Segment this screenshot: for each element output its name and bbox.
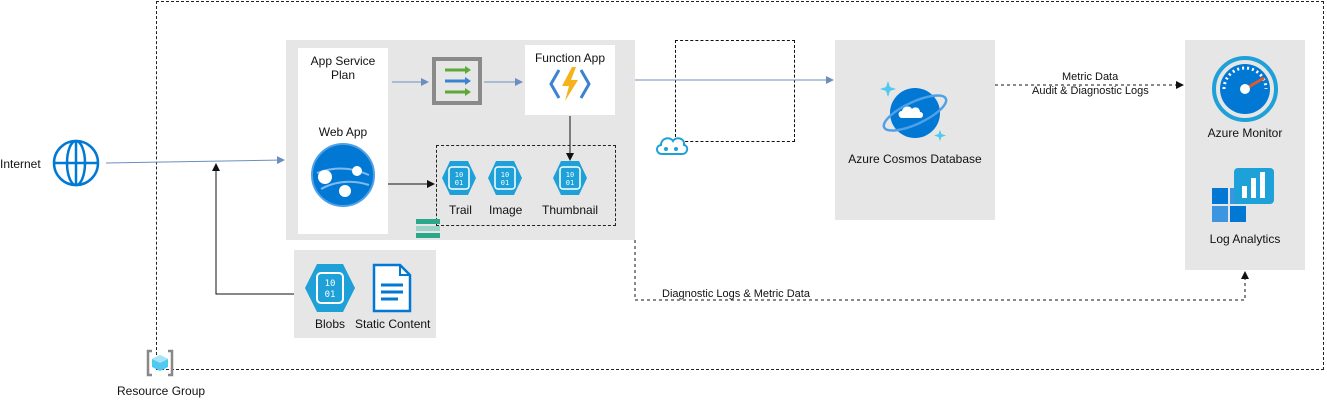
svg-text:01: 01 [455,179,463,187]
azure-monitor-icon[interactable] [1212,56,1278,122]
thumbnail-container-icon[interactable]: 10 01 [552,160,588,196]
virtual-network-cloud-icon[interactable] [654,130,689,158]
blobs-icon[interactable]: 10 01 [304,263,356,313]
web-app-label: Web App [318,125,368,139]
log-analytics-icon[interactable] [1212,168,1282,228]
cosmos-db-icon[interactable] [878,76,952,150]
svg-text:10: 10 [325,279,336,289]
app-to-monitor-line [634,240,1249,301]
image-label: Image [489,203,523,217]
blobs-label: Blobs [315,317,346,331]
audit-logs-edge-label: Audit & Diagnostic Logs [1032,85,1149,97]
storage-account-icon [416,219,440,238]
internet-to-app-line [105,156,285,165]
svg-text:10: 10 [455,171,463,179]
azure-monitor-label: Azure Monitor [1207,126,1283,140]
container-group [436,145,616,226]
cosmos-label: Azure Cosmos Database [848,152,982,166]
network-boundary [675,40,795,142]
svg-text:10: 10 [501,171,509,179]
static-content-label: Static Content [355,317,431,331]
resource-group-icon [146,349,174,377]
web-app-icon[interactable] [311,143,375,207]
log-analytics-label: Log Analytics [1209,232,1281,246]
trail-container-icon[interactable]: 10 01 [441,160,477,196]
trail-label: Trail [449,203,472,217]
internet-label: Internet [0,157,41,171]
thumbnail-label: Thumbnail [542,203,599,217]
service-bus-queue-icon[interactable] [431,56,483,106]
globe-icon[interactable] [52,139,100,187]
function-app-label: Function App [534,51,606,65]
diag-metric-edge-label: Diagnostic Logs & Metric Data [662,288,810,300]
svg-text:10: 10 [566,171,574,179]
svg-text:01: 01 [501,179,509,187]
function-app-icon[interactable] [549,66,591,102]
image-container-icon[interactable]: 10 01 [487,160,523,196]
resource-group-label: Resource Group [117,384,206,398]
metric-data-edge-label: Metric Data [1062,71,1119,83]
svg-text:01: 01 [566,179,574,187]
svg-text:01: 01 [325,290,336,300]
static-content-icon[interactable] [372,263,412,313]
blobs-to-internet-line [212,163,294,295]
app-service-plan-label: App Service Plan [310,54,376,82]
resource-group-boundary [156,1,1324,370]
